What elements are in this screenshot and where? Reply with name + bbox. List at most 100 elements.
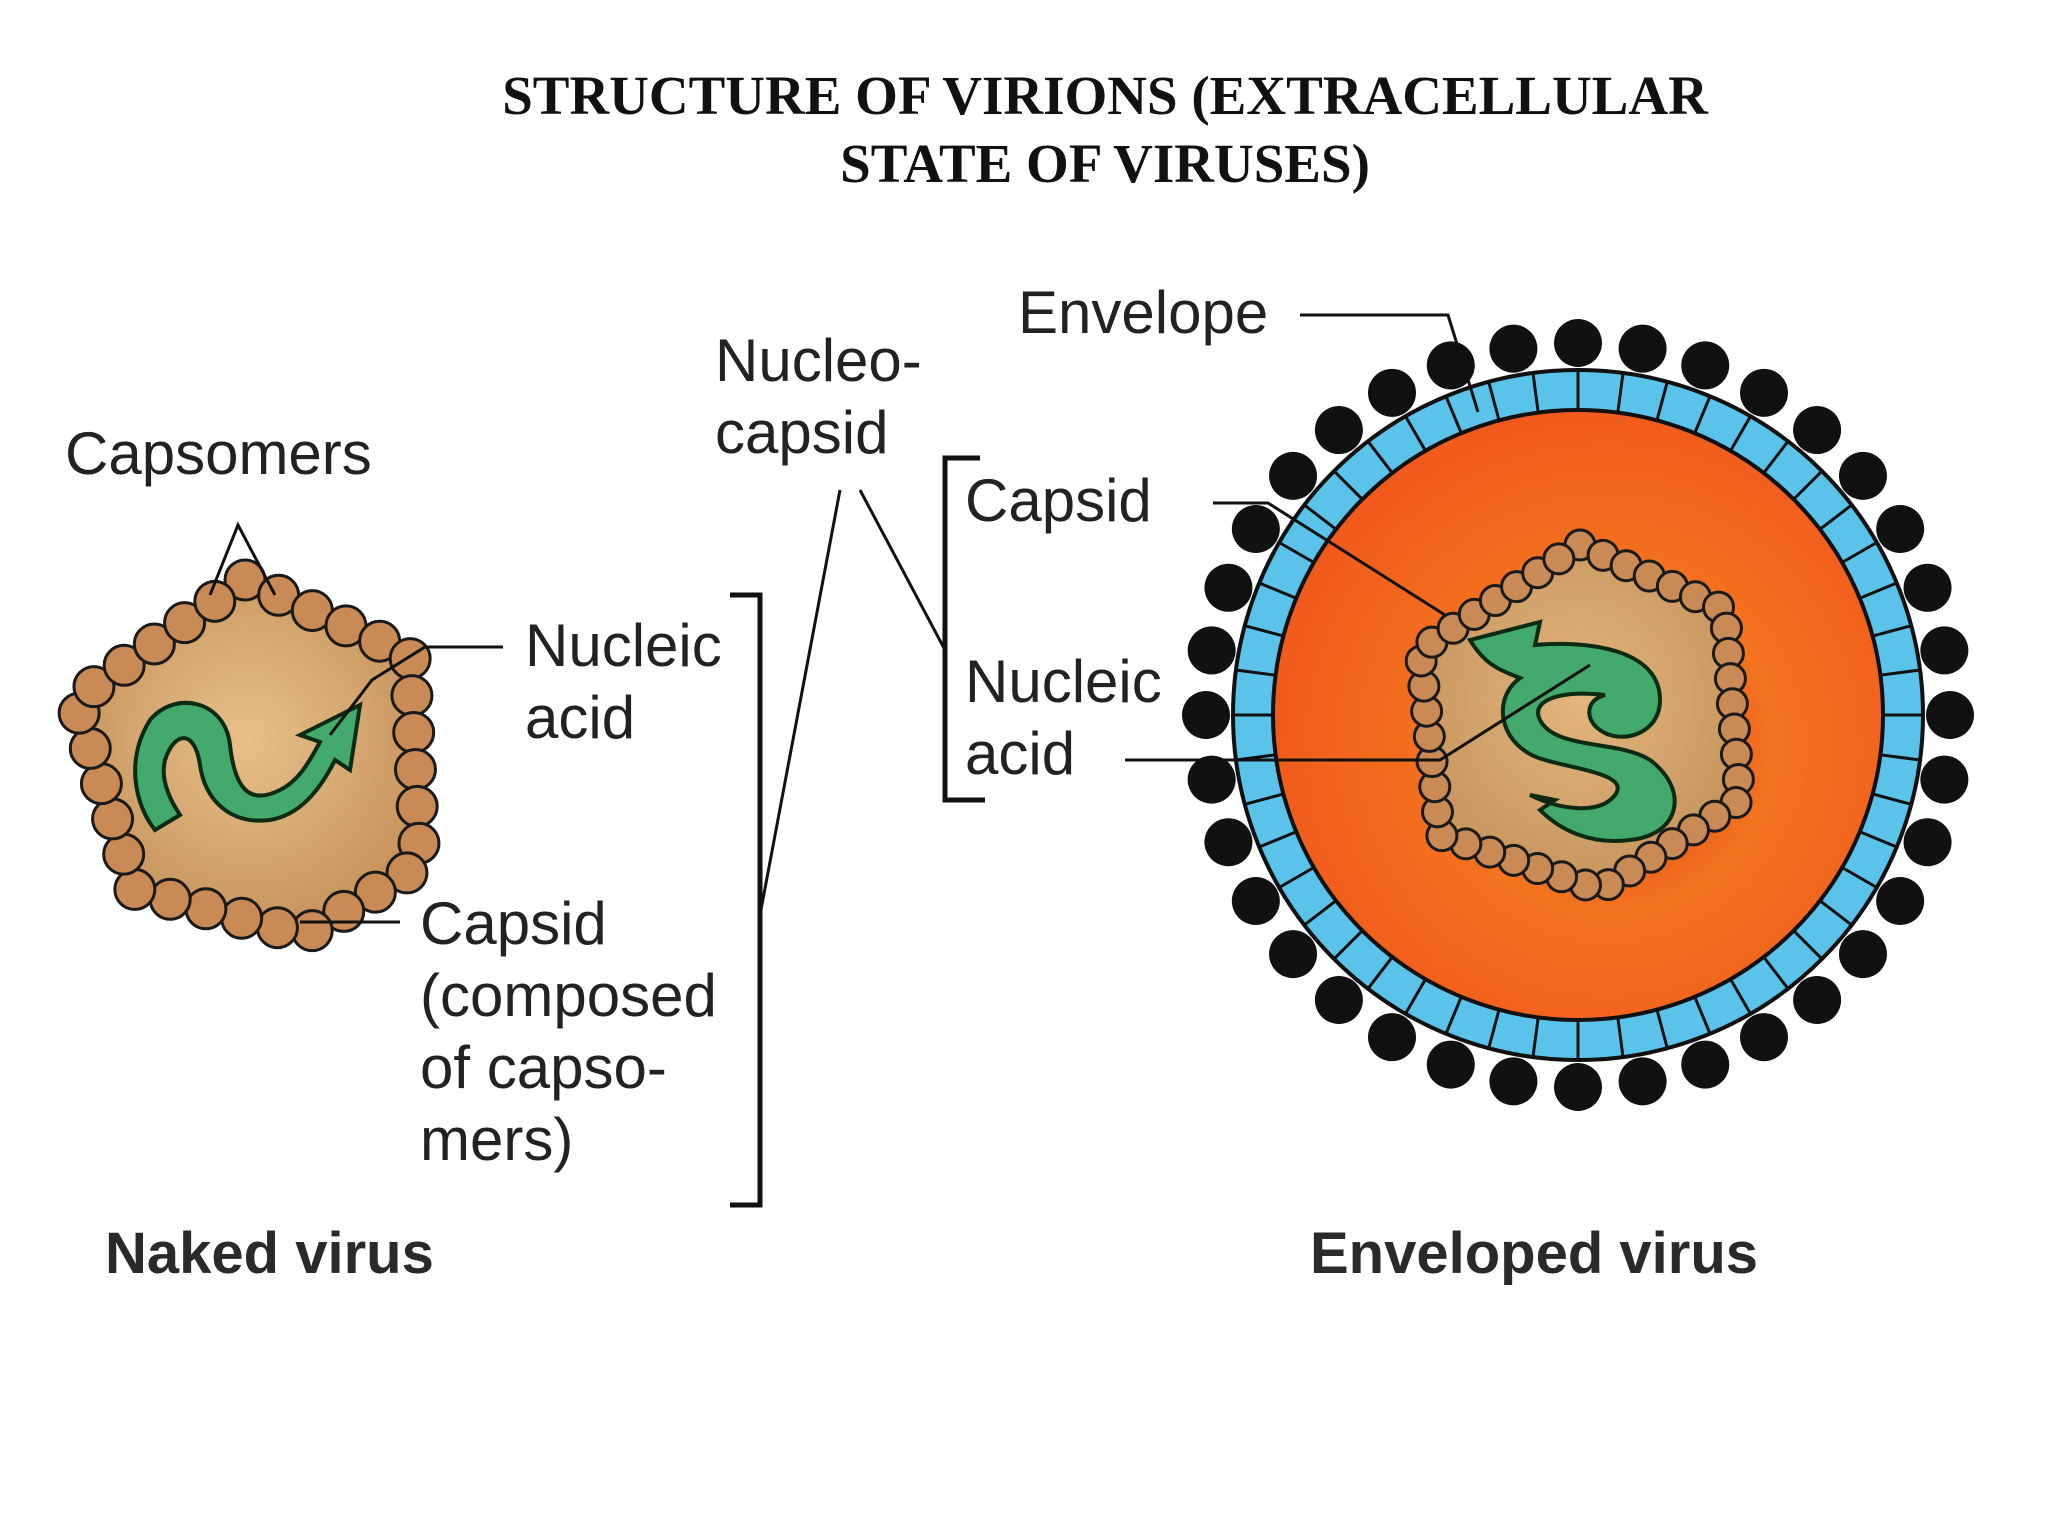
nucleic-acid-pointer-line — [328, 645, 503, 736]
envelope-subunit-line — [1729, 415, 1752, 452]
envelope-spike — [1618, 324, 1667, 373]
envelope-spike — [1740, 368, 1788, 417]
envelope-subunit-line — [1655, 381, 1669, 421]
enveloped-nucleocapsid-bracket — [942, 455, 985, 803]
envelope-subunit-line — [1859, 830, 1898, 849]
envelope-subunit-line — [1859, 581, 1898, 600]
enveloped-capsid-pointer-line — [1213, 501, 1446, 617]
envelope-subunit-line — [1693, 996, 1712, 1035]
naked-virus — [57, 521, 503, 953]
envelope-subunit-line — [1762, 956, 1790, 990]
label-naked-capsid: Capsid (composed of capso- mers) — [420, 890, 717, 1173]
envelope-spike — [1187, 755, 1236, 804]
envelope-pointer-line — [1300, 313, 1480, 413]
caption-enveloped-virus: Enveloped virus — [1310, 1221, 1759, 1286]
envelope-subunit-line — [1235, 668, 1276, 677]
label-capsomers: Capsomers — [65, 420, 372, 487]
envelope-subunit-line — [1841, 866, 1878, 889]
page-title: STRUCTURE OF VIRIONS (EXTRACELLULAR STAT… — [400, 62, 1810, 198]
capsomer — [102, 643, 146, 687]
envelope-spike — [1489, 1057, 1538, 1106]
envelope-subunit-line — [1278, 541, 1315, 564]
envelope-subunit-line — [1366, 956, 1394, 990]
title-line-1: STRUCTURE OF VIRIONS (EXTRACELLULAR — [502, 65, 1708, 126]
envelope-subunit-line — [1487, 1009, 1501, 1049]
envelope-subunit-line — [1841, 541, 1878, 564]
envelope-spike — [1681, 341, 1730, 390]
envelope-subunit-line — [1762, 440, 1790, 474]
envelope-subunit-line — [1880, 753, 1921, 762]
envelope-spike — [1838, 451, 1887, 500]
envelope-subunit-line — [1616, 372, 1625, 413]
envelope-spike — [1554, 1063, 1602, 1111]
envelope-spike — [1920, 755, 1969, 804]
naked-nucleocapsid-bracket — [730, 592, 763, 1208]
enveloped-capsomers — [1404, 528, 1755, 902]
envelope-subunit-line — [1444, 395, 1463, 434]
envelope-subunit-line — [1487, 381, 1501, 421]
capsomer — [388, 637, 432, 681]
envelope-subunit-line — [1693, 395, 1712, 434]
caption-naked-virus: Naked virus — [105, 1221, 434, 1286]
capsomer — [148, 877, 192, 921]
title-line-2: STATE OF VIRUSES) — [840, 133, 1370, 194]
envelope-spike — [1368, 1013, 1416, 1062]
label-envelope: Envelope — [1018, 279, 1269, 346]
capsomers-pointer-lines — [208, 521, 277, 596]
capsomer — [385, 851, 429, 895]
enveloped-nucleic-acid-icon — [1466, 619, 1677, 843]
envelope-subunit-line — [1819, 899, 1853, 927]
envelope-spike — [1204, 818, 1253, 867]
label-enveloped-nucleic-acid: Nucleic acid — [965, 648, 1162, 787]
label-nucleocapsid: Nucleo- capsid — [715, 327, 922, 466]
envelope-subunits — [1233, 370, 1923, 1060]
envelope-subunit-line — [1729, 978, 1752, 1015]
envelope-subunit-line — [1278, 866, 1315, 889]
capsomer — [132, 622, 176, 666]
envelope-spike — [1204, 563, 1253, 612]
capsomer — [184, 887, 228, 931]
naked-nucleic-acid-icon — [133, 700, 363, 833]
envelope-spike — [1740, 1013, 1788, 1062]
nucleocapsid-pointer-lines — [758, 489, 947, 916]
envelope-spike — [1618, 1057, 1667, 1106]
capsomer — [72, 665, 116, 709]
envelope-spike — [1926, 691, 1974, 739]
envelope-subunit-line — [1404, 978, 1427, 1015]
capsomer — [353, 870, 397, 914]
capsomer — [163, 601, 207, 645]
capsomer — [255, 906, 299, 950]
envelope-spike — [1269, 451, 1318, 500]
envelope-spike — [1314, 975, 1363, 1024]
envelope-subunit-line — [1244, 624, 1284, 638]
envelope-subunit-line — [1819, 503, 1853, 531]
envelope-subunit-line — [1616, 1017, 1625, 1058]
envelope-subunit-line — [1258, 581, 1297, 600]
envelope-subunit-line — [1332, 929, 1364, 961]
envelope-spike — [1681, 1040, 1730, 1089]
envelope-subunit-line — [1303, 503, 1337, 531]
capsomer — [193, 579, 237, 623]
capsomer — [392, 711, 436, 755]
envelope-spike — [1903, 818, 1952, 867]
capsomer — [220, 896, 264, 940]
envelope-subunit-line — [1258, 830, 1297, 849]
envelope-subunit-line — [1792, 469, 1824, 501]
envelope-subunit-line — [1792, 929, 1824, 961]
envelope-subunit-line — [1332, 469, 1364, 501]
envelope-spike — [1876, 877, 1925, 925]
envelope-spike — [1368, 368, 1416, 417]
envelope-subunit-line — [1872, 624, 1912, 638]
envelope-spike — [1489, 324, 1538, 373]
envelope-spike — [1554, 319, 1602, 367]
envelope-spike — [1793, 406, 1842, 455]
envelope-spike — [1187, 626, 1236, 675]
envelope-spike — [1426, 341, 1475, 390]
envelope-spike — [1838, 930, 1887, 979]
envelope-spike — [1426, 1040, 1475, 1089]
envelope-subunit-line — [1872, 792, 1912, 806]
envelope-spike — [1314, 406, 1363, 455]
enveloped-nucleic-acid-pointer-line — [1125, 663, 1591, 762]
